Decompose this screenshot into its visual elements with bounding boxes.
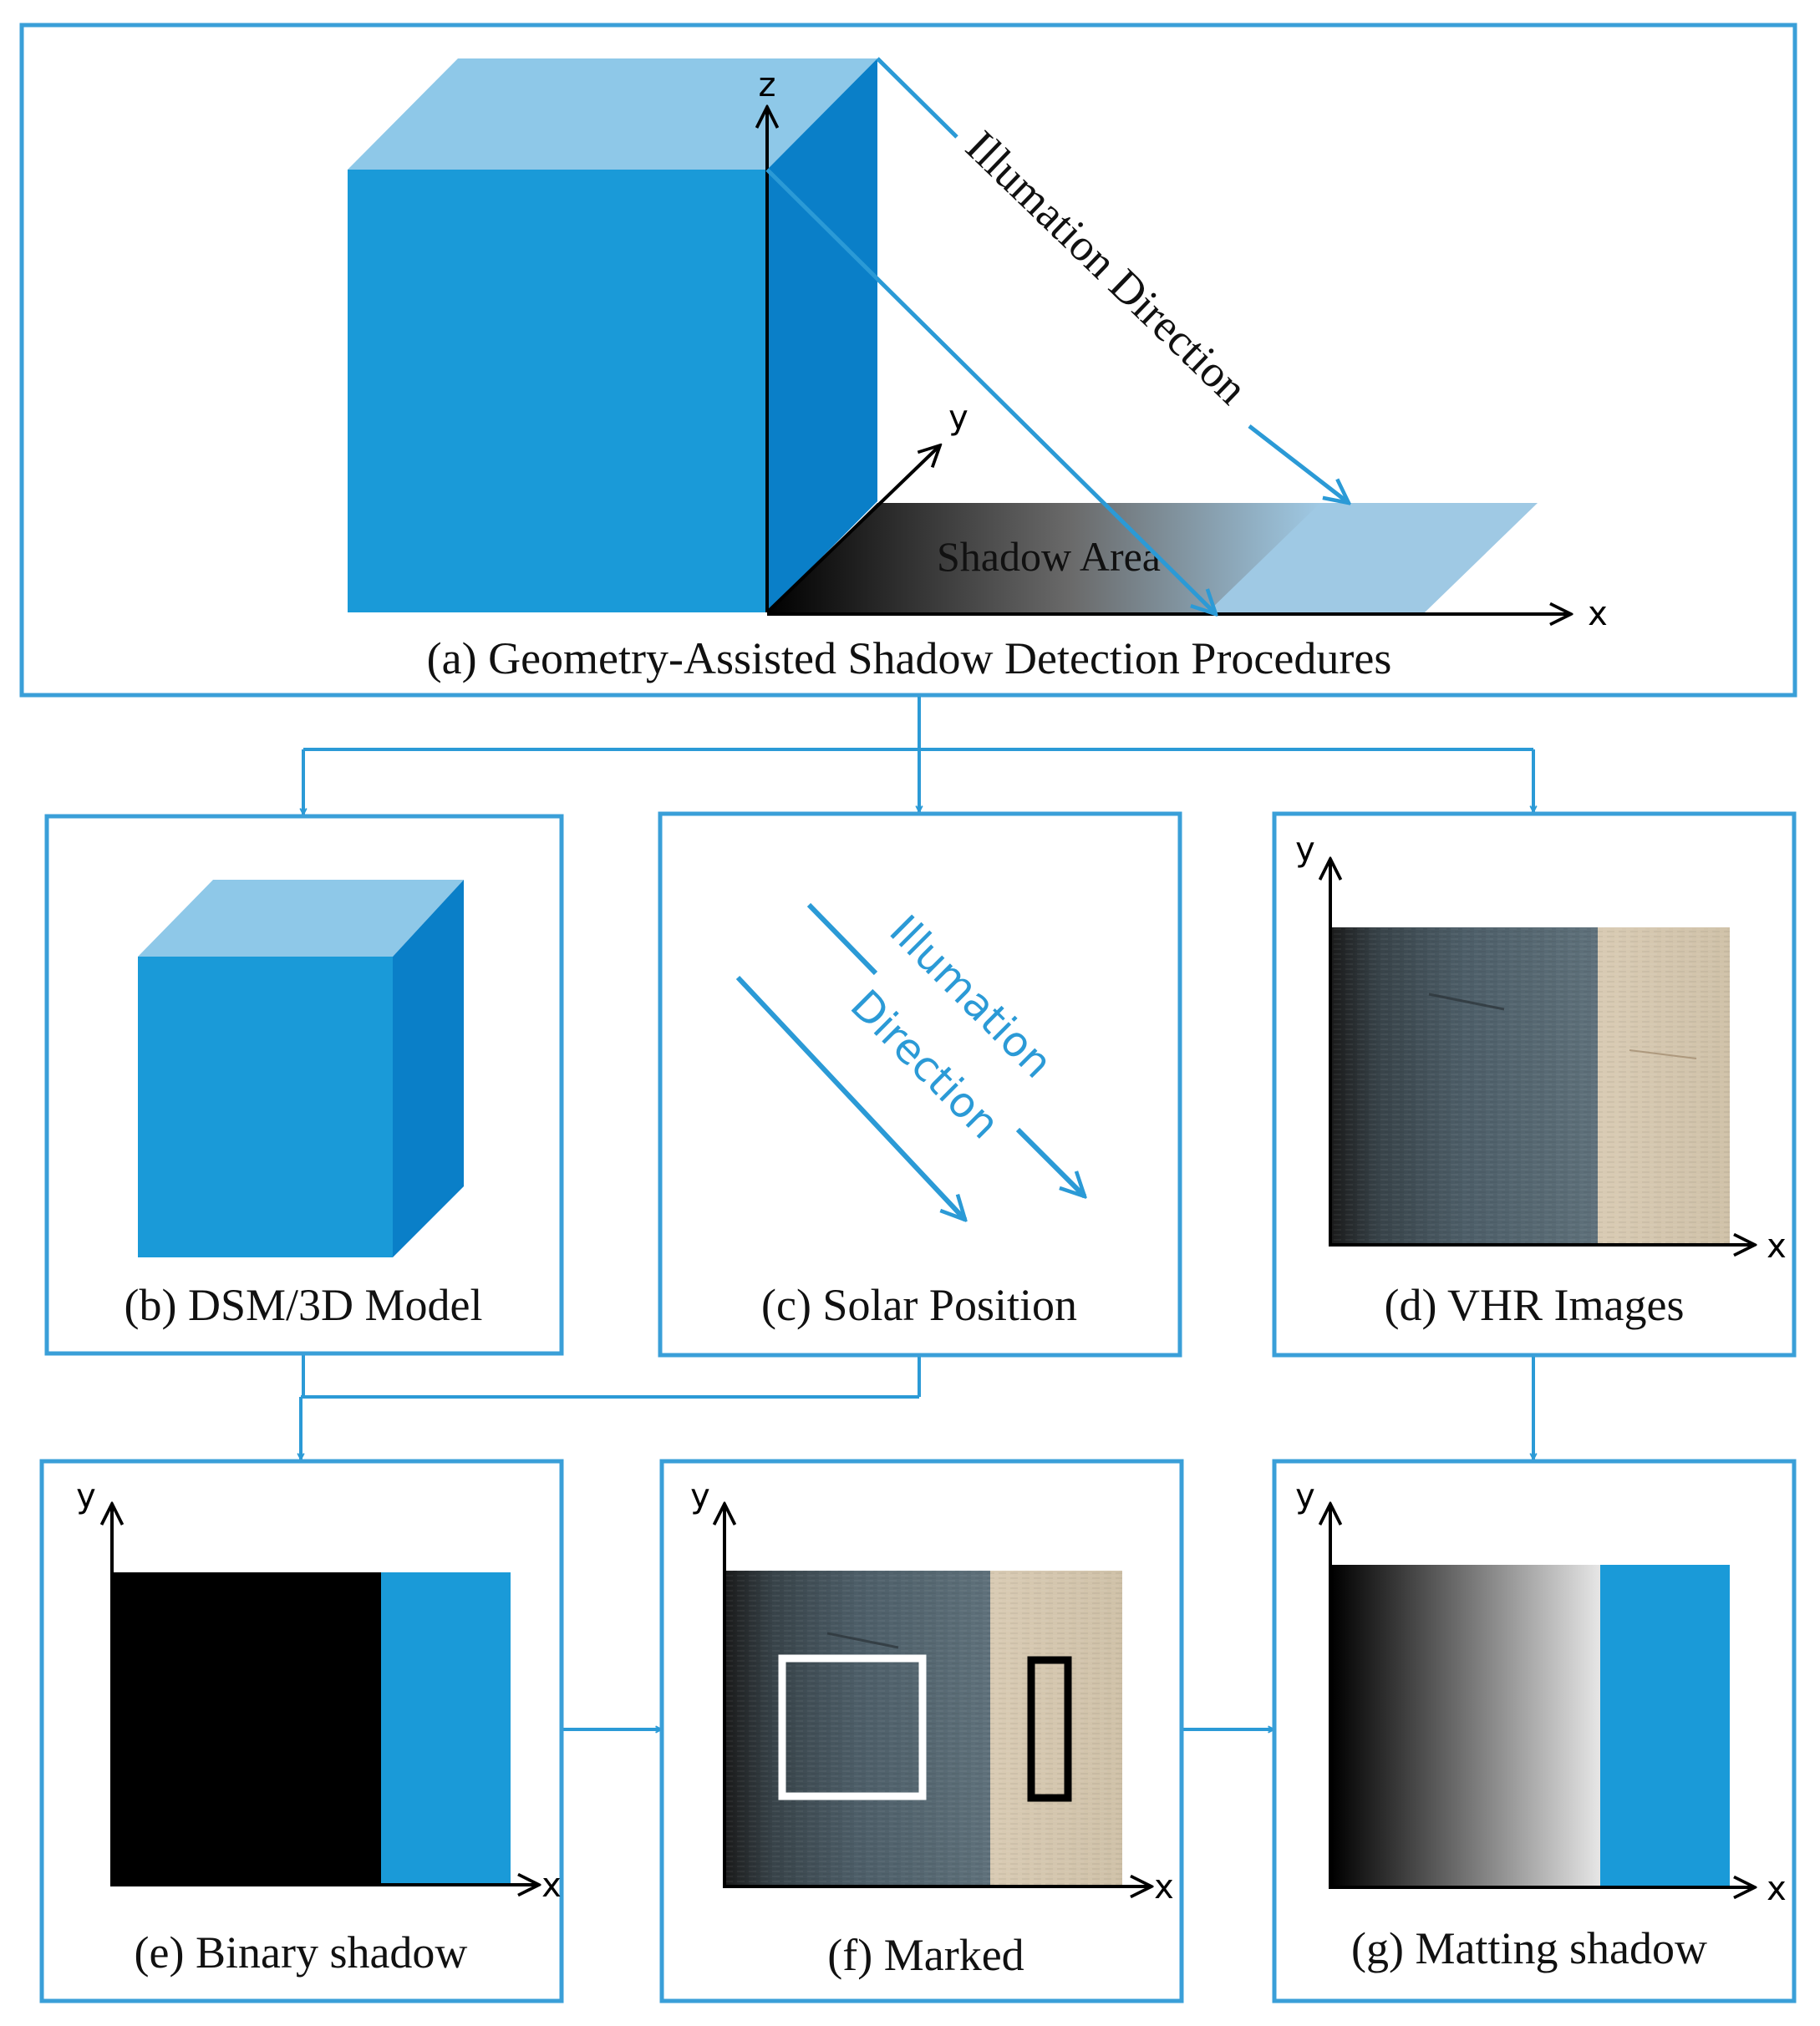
y-axis-label: y [948,399,968,437]
matting-gradient-region [1332,1565,1600,1886]
illumination-arrow-right-a [806,902,878,976]
cube-front-face [348,170,767,612]
shadow-area-label: Shadow Area [937,533,1161,580]
illumination-ray-outer-a [876,57,958,139]
binary-shadow-region [114,1572,381,1883]
panel-f-caption: (f) Marked [827,1930,1024,1980]
e-y-axis-label: y [76,1477,96,1516]
g-x-axis-label: x [1767,1870,1787,1908]
y-axis [765,445,940,614]
non-shadow-marker-box [1027,1656,1072,1802]
connectors [301,697,1533,1729]
panel-d: y x (d) VHR Images [1272,811,1797,1358]
panel-e: y x (e) Binary shadow [39,1459,564,2003]
panel-b-caption: (b) DSM/3D Model [125,1280,483,1330]
panel-b: (b) DSM/3D Model [44,814,564,1356]
panel-e-frame [39,1459,564,2003]
panel-c-caption: (c) Solar Position [761,1280,1077,1330]
z-axis-label: z [759,66,776,104]
panel-d-frame [1272,811,1797,1358]
illumination-ray-outer-b [1248,424,1349,503]
panel-f-frame [659,1459,1184,2003]
d-x-axis-label: x [1767,1227,1787,1266]
cube-3d [348,58,877,612]
illumination-ray-inner [765,168,1216,614]
shadow-area [767,503,1320,612]
panel-a-caption: (a) Geometry-Assisted Shadow Detection P… [427,633,1392,683]
panel-c-frame [658,811,1182,1358]
matting-lit-region [1600,1565,1730,1886]
panel-g-frame [1272,1459,1797,2003]
illumination-arrow-right-b [1015,1127,1085,1196]
g-y-axis-label: y [1295,1477,1315,1516]
panel-f: y x (f) Marked [659,1459,1184,2003]
e-x-axis-label: x [541,1866,562,1905]
panel-g-caption: (g) Matting shadow [1351,1923,1707,1973]
panel-c: Illumation Direction (c) Solar Position [658,811,1182,1358]
cube-top-face [348,58,877,170]
f-x-axis-label: x [1154,1868,1174,1907]
shadow-marker-box [778,1654,927,1800]
illumination-arrow-left [735,975,965,1220]
cube-front-face [138,957,393,1257]
panel-a: Shadow Area z x y Illumation Direction (… [19,23,1797,698]
cube-top-face [138,880,464,957]
binary-lit-region [381,1572,511,1883]
d-y-axis-label: y [1295,830,1315,869]
vhr-image [1330,927,1730,1245]
panel-e-caption: (e) Binary shadow [135,1927,468,1978]
f-y-axis-label: y [690,1477,710,1516]
panel-b-frame [44,814,564,1356]
x-axis-label: x [1588,595,1608,633]
panel-g: y x (g) Matting shadow [1272,1459,1797,2003]
cube-side-face [393,880,464,1257]
illumination-label-a: Illumation Direction [957,121,1258,414]
panel-a-frame [19,23,1797,698]
panel-d-caption: (d) VHR Images [1385,1280,1685,1330]
